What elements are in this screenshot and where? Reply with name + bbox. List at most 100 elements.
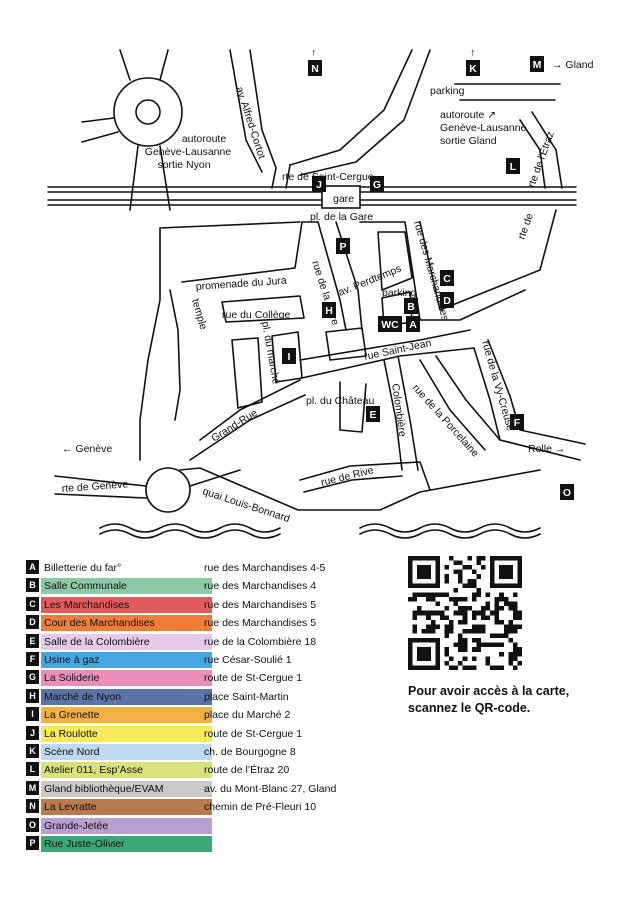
gare-box (321, 185, 361, 209)
qr-module (453, 597, 459, 602)
qr-module (494, 597, 500, 602)
legend-letter: H (26, 688, 39, 703)
autoroute-nyon-line3: sortie Nyon (157, 159, 210, 171)
autoroute-gland-line1: autoroute ↗ (440, 109, 496, 121)
qr-module (512, 601, 518, 607)
qr-module (512, 624, 518, 629)
qr-module (449, 556, 454, 561)
qr-module (449, 656, 454, 661)
qr-module (467, 665, 472, 670)
qr-module (458, 569, 463, 575)
legend-letter: M (26, 780, 39, 795)
map-marker-box (282, 348, 296, 364)
map-marker: P (336, 238, 350, 254)
street-labels: av. Alfred-Cortot rte de Saint-Cergue pl… (61, 85, 556, 525)
map-marker-letter: L (510, 161, 517, 173)
qr-module (421, 610, 427, 616)
legend-address: route de l’Étraz 20 (204, 764, 290, 777)
qr-module (485, 615, 491, 620)
road-grand-rue (189, 379, 306, 461)
qr-module (480, 615, 486, 620)
qr-module (499, 665, 504, 670)
qr-module (499, 642, 504, 648)
road-saint-jean (299, 329, 475, 379)
map-marker: M (530, 56, 544, 72)
qr-module (508, 638, 513, 643)
legend-letter: D (26, 615, 39, 630)
legend-address: ch. de Bourgogne 8 (204, 746, 296, 758)
qr-module (508, 651, 513, 657)
legend-venue-name: Rue Juste-Olivier (41, 836, 212, 852)
map-marker-letter: WC (381, 319, 399, 331)
map-marker: D (440, 292, 454, 308)
qr-module (462, 647, 468, 652)
qr-module (480, 642, 486, 648)
qr-module (453, 642, 459, 648)
qr-module (444, 615, 450, 620)
map-marker-box (312, 176, 326, 192)
qr-module (430, 610, 436, 616)
qr-module (480, 610, 486, 616)
qr-module (471, 610, 477, 616)
legend-letter: J (26, 725, 39, 740)
legend-venue-name: La Grenette (41, 707, 212, 724)
legend-venue-name: Marché de Nyon (41, 688, 212, 705)
qr-module (476, 587, 481, 593)
qr-code[interactable] (408, 556, 522, 670)
qr-module (444, 574, 450, 579)
road-quai (179, 467, 541, 511)
qr-module (480, 628, 486, 634)
block-marche-1 (231, 337, 263, 409)
qr-module (485, 660, 491, 666)
qr-module (430, 592, 436, 598)
parking-mid-label: parking (382, 287, 417, 299)
legend-address: rue des Marchandises 4-5 (204, 562, 326, 574)
qr-module (449, 619, 454, 625)
label-quai: quai Louis-Bonnard (201, 485, 291, 525)
road-vy-creuse (473, 339, 586, 461)
map-marker: H (322, 302, 336, 318)
legend-venue-name: La Levratte (41, 799, 212, 816)
direction-geneve: ← Genève (62, 443, 112, 455)
qr-module (490, 642, 495, 648)
map-marker-letter: N (311, 63, 319, 75)
qr-module (412, 615, 418, 620)
legend-venue-name: Les Marchandises (41, 596, 212, 613)
lake-shore-west (99, 523, 281, 539)
qr-module (462, 615, 468, 620)
qr-module (503, 633, 509, 639)
qr-module (462, 565, 468, 570)
qr-module (517, 624, 522, 629)
qr-module (467, 606, 472, 611)
qr-module (494, 642, 500, 648)
parking-north-label: parking (430, 85, 465, 97)
road-colombiere (383, 355, 419, 471)
map-marker: O (560, 484, 574, 500)
qr-module (458, 610, 463, 616)
legend-letter: O (26, 817, 39, 832)
qr-module (458, 647, 463, 652)
qr-module (453, 610, 459, 616)
qr-module (499, 597, 504, 602)
qr-module (517, 660, 522, 666)
qr-finder (499, 565, 513, 579)
qr-module (508, 619, 513, 625)
map-marker-box (466, 60, 480, 76)
road-alfred-cortot (229, 49, 277, 173)
qr-module (462, 638, 468, 643)
qr-module (444, 660, 450, 666)
label-place-marche: pl. du marché (259, 320, 282, 385)
qr-module (462, 642, 468, 648)
label-saint-cergue: rte de Saint-Cergue (282, 171, 374, 183)
qr-module (499, 651, 504, 657)
qr-module (517, 615, 522, 620)
qr-module (471, 597, 477, 602)
qr-module (512, 610, 518, 616)
qr-module (480, 624, 486, 629)
qr-module (417, 610, 422, 616)
qr-module (503, 624, 509, 629)
qr-module (471, 665, 477, 670)
